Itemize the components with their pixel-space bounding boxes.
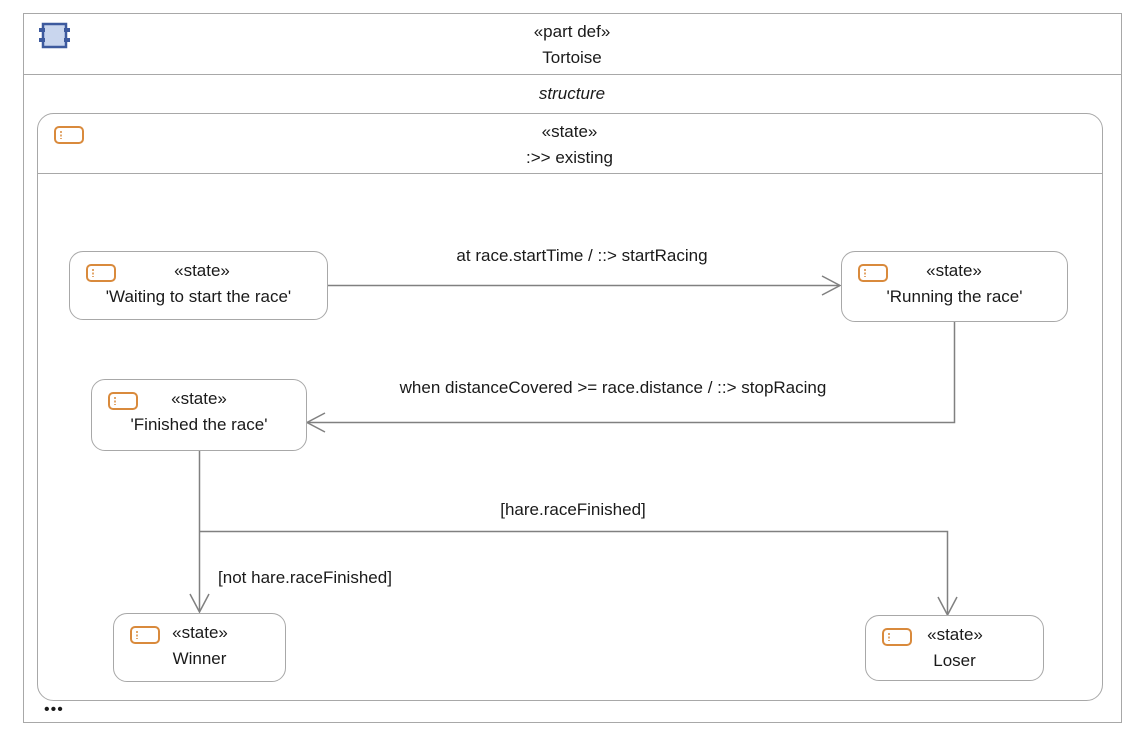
state-waiting-name: 'Waiting to start the race' [105, 287, 292, 306]
state-finished[interactable]: «state» 'Finished the race' [91, 379, 307, 451]
transition-win-arrowhead [189, 593, 210, 614]
part-def-icon [39, 22, 70, 49]
state-loser-stereotype: «state» [927, 625, 983, 644]
state-running[interactable]: «state» 'Running the race' [841, 251, 1068, 322]
more-icon[interactable]: ••• [44, 701, 64, 718]
transition-stop-label: when distanceCovered >= race.distance / … [399, 378, 827, 397]
state-loser-name: Loser [933, 651, 976, 670]
part-def-name: Tortoise [542, 48, 602, 67]
state-winner[interactable]: «state» Winner [113, 613, 286, 682]
transition-stop-arrowhead [305, 412, 326, 433]
state-finished-stereotype: «state» [171, 389, 227, 408]
state-waiting-stereotype: «state» [174, 261, 230, 280]
state-winner-stereotype: «state» [172, 623, 228, 642]
state-icon [858, 264, 888, 282]
state-winner-name: Winner [172, 649, 227, 668]
state-waiting[interactable]: «state» 'Waiting to start the race' [69, 251, 328, 320]
structure-compartment-title: structure [538, 84, 606, 103]
state-icon [130, 626, 160, 644]
transition-win-guard: [not hare.raceFinished] [218, 568, 392, 587]
transition-lose-guard: [hare.raceFinished] [500, 500, 646, 519]
state-running-stereotype: «state» [926, 261, 982, 280]
existing-state-name: :>> existing [526, 148, 613, 167]
transition-start-label: at race.startTime / ::> startRacing [456, 246, 708, 265]
transition-stop-line [307, 321, 956, 424]
state-icon [108, 392, 138, 410]
state-icon [882, 628, 912, 646]
state-icon [54, 126, 84, 144]
transition-start-arrowhead [821, 275, 842, 296]
state-icon [86, 264, 116, 282]
state-loser[interactable]: «state» Loser [865, 615, 1044, 681]
part-def-stereotype: «part def» [533, 22, 611, 41]
state-running-name: 'Running the race' [886, 287, 1023, 306]
transition-lose-line [199, 530, 949, 615]
existing-state-stereotype: «state» [541, 122, 598, 141]
state-finished-name: 'Finished the race' [130, 415, 268, 434]
